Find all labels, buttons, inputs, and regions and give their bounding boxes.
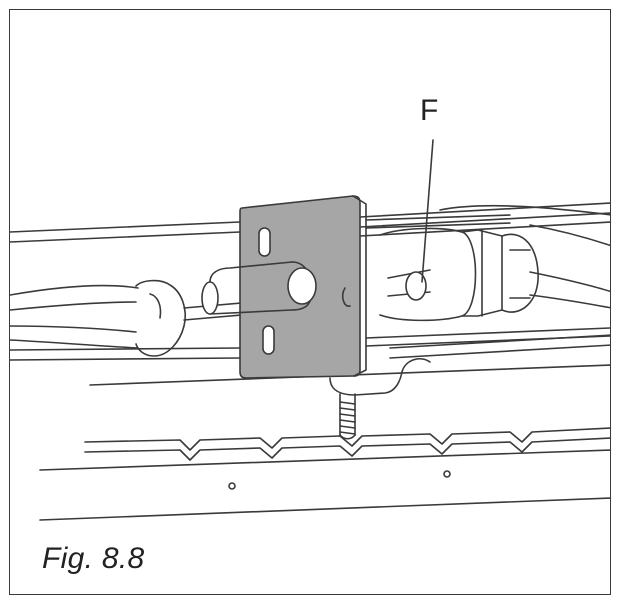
technical-illustration	[10, 139, 610, 521]
sleeve	[201, 261, 351, 315]
corrugated-strip	[84, 427, 610, 490]
figure-caption: Fig. 8.8	[42, 542, 145, 575]
threaded-rods	[365, 214, 610, 347]
callout-leader	[421, 139, 434, 283]
figure-frame: F Fig. 8.8	[9, 9, 611, 595]
upper-rail	[10, 202, 610, 243]
callout-label-f: F	[420, 94, 439, 127]
bracket-stud	[329, 358, 431, 440]
hose-right	[439, 204, 610, 309]
fitting	[379, 227, 539, 322]
